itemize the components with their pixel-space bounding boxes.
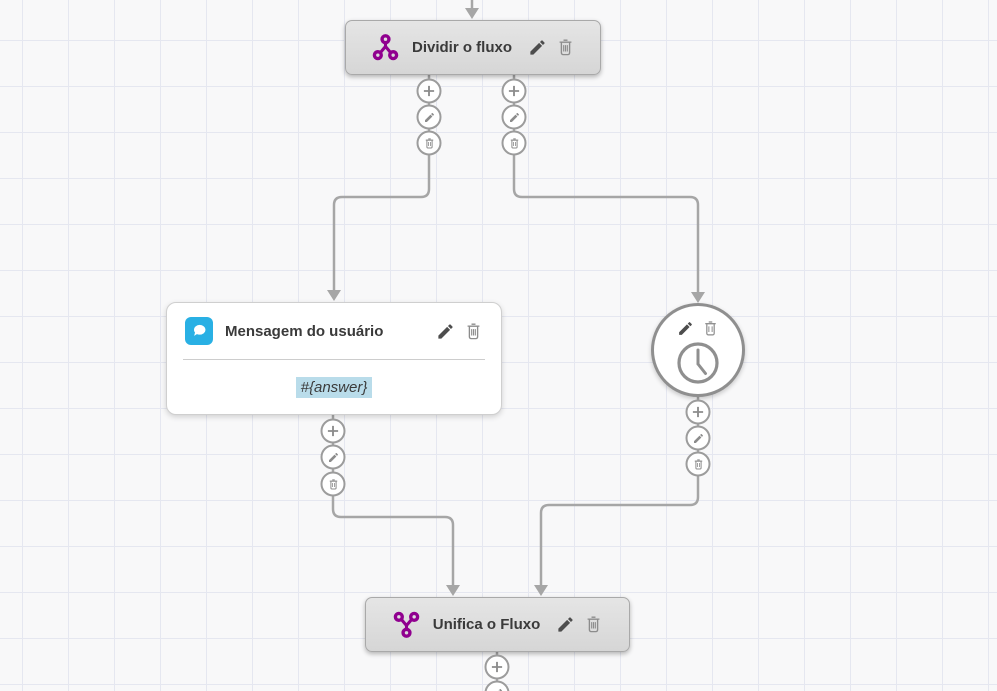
connector-timer-to-merge: [539, 397, 700, 586]
connector-split-to-timer: [512, 75, 700, 293]
node-split-flow[interactable]: Dividir o fluxo: [345, 20, 601, 75]
node-timer[interactable]: [651, 303, 745, 397]
arrowhead: [446, 585, 460, 596]
connector-edit-button[interactable]: [320, 444, 346, 470]
delete-node-icon[interactable]: [584, 615, 603, 634]
node-label: Dividir o fluxo: [411, 39, 512, 56]
connector-delete-button[interactable]: [416, 130, 442, 156]
plus-icon: [491, 661, 503, 673]
arrowhead: [465, 8, 479, 19]
arrowhead: [534, 585, 548, 596]
pencil-icon: [509, 112, 519, 122]
trash-icon: [694, 458, 702, 469]
node-actions: [556, 615, 603, 634]
node-label: Mensagem do usuário: [225, 322, 384, 340]
connector-add-button[interactable]: [320, 418, 346, 444]
trash-icon: [425, 137, 433, 148]
node-merge-flow[interactable]: Unifica o Fluxo: [365, 597, 630, 652]
node-label: Unifica o Fluxo: [432, 616, 541, 633]
edit-node-icon[interactable]: [436, 322, 455, 341]
connector-delete-button[interactable]: [685, 451, 711, 477]
node-header: Mensagem do usuário: [167, 303, 501, 359]
clock-icon: [677, 342, 719, 384]
plus-icon: [327, 425, 339, 437]
connector-add-button[interactable]: [416, 78, 442, 104]
trash-icon: [510, 137, 518, 148]
edit-node-icon[interactable]: [528, 38, 547, 57]
connector-delete-button[interactable]: [501, 130, 527, 156]
split-flow-icon: [372, 34, 399, 61]
connector-split-to-message: [332, 75, 431, 291]
pencil-icon: [693, 433, 703, 443]
node-actions: [677, 320, 719, 337]
edit-node-icon[interactable]: [556, 615, 575, 634]
arrowhead: [327, 290, 341, 301]
pencil-icon: [328, 452, 338, 462]
connector-add-button[interactable]: [484, 654, 510, 680]
plus-icon: [692, 406, 704, 418]
variable-chip: #{answer}: [295, 376, 373, 398]
connector-edit-button[interactable]: [501, 104, 527, 130]
connector-delete-button[interactable]: [320, 471, 346, 497]
trash-icon: [329, 478, 337, 489]
plus-icon: [508, 85, 520, 97]
node-user-message[interactable]: Mensagem do usuário #{answer}: [166, 302, 502, 415]
pencil-icon: [424, 112, 434, 122]
connector-edit-button[interactable]: [685, 425, 711, 451]
chat-bubble-icon: [185, 317, 213, 345]
arrowhead: [691, 292, 705, 303]
connector-message-to-merge: [331, 415, 455, 586]
delete-node-icon[interactable]: [556, 38, 575, 57]
delete-node-icon[interactable]: [702, 320, 719, 337]
delete-node-icon[interactable]: [464, 322, 483, 341]
merge-flow-icon: [393, 611, 420, 638]
node-actions: [528, 38, 575, 57]
node-body: #{answer}: [167, 360, 501, 414]
divider: [183, 359, 485, 360]
connector-edit-button[interactable]: [416, 104, 442, 130]
connector-add-button[interactable]: [685, 399, 711, 425]
node-actions: [436, 322, 483, 341]
plus-icon: [423, 85, 435, 97]
connector-add-button[interactable]: [501, 78, 527, 104]
pencil-icon: [497, 688, 502, 691]
edit-node-icon[interactable]: [677, 320, 694, 337]
